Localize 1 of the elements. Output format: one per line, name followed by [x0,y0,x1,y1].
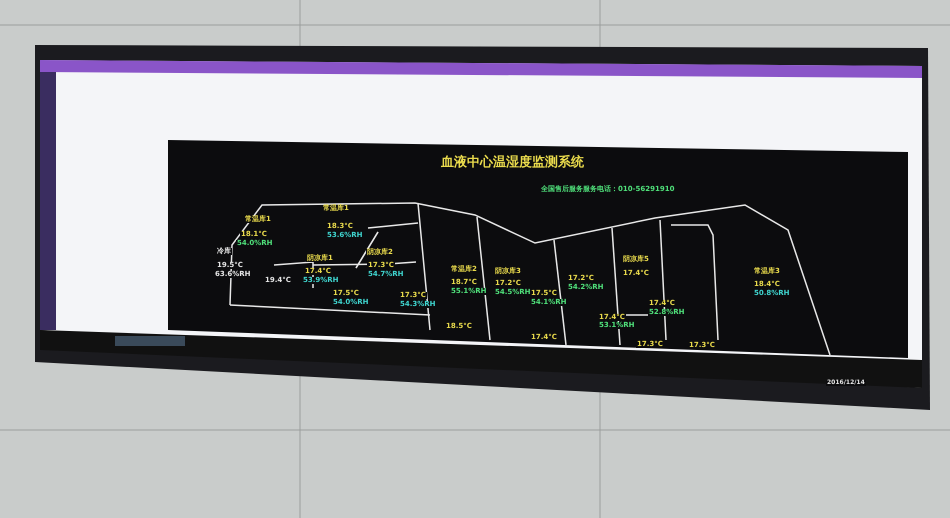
title: 血液中心温湿度监测系统 [440,156,585,169]
